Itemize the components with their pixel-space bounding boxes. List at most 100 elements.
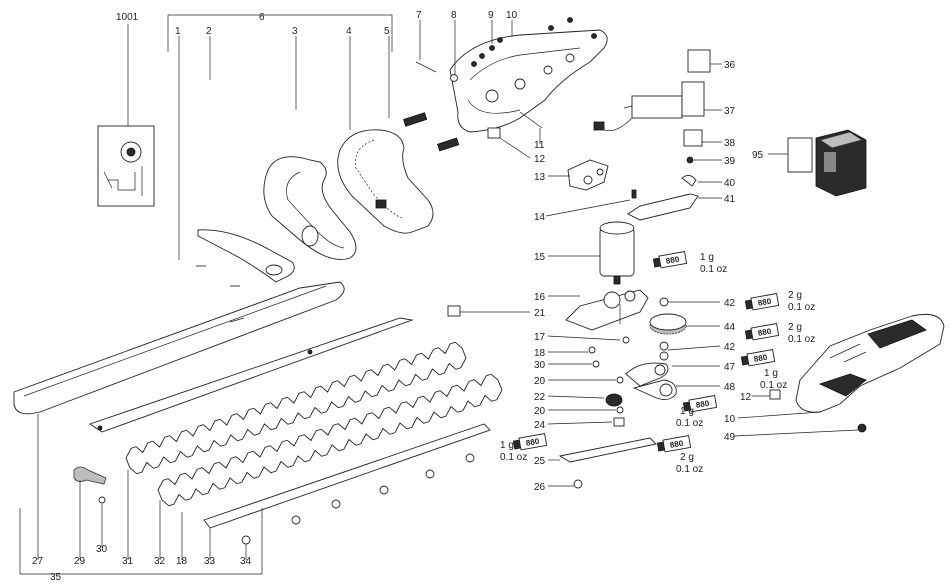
grease-tube-code: 880 [753,353,768,364]
part-49 [857,423,867,433]
part-31-guide-rail [88,317,414,433]
grease-tube-code: 880 [757,327,772,338]
label-2: 2 [206,26,212,37]
grease-tube: 880 [652,251,688,269]
part-38 [683,129,703,147]
grease-tube: 880 [740,349,776,367]
grease-tube-body [658,251,688,269]
grease-tube: 880 [744,323,780,341]
grease-tube-code: 880 [757,297,772,308]
label-17: 17 [534,332,546,343]
grease-tube-body [750,293,780,311]
part-37-contacts [593,81,705,132]
label-29: 29 [74,556,86,567]
label-9: 9 [488,10,494,21]
label-3: 3 [292,26,298,37]
label-20b: 20 [534,406,546,417]
label-41: 41 [724,194,736,205]
part-4-loop-handle [337,129,434,234]
label-10b: 10 [724,414,736,425]
grease-labels: 1 g 0.1 oz 2 g 0.1 oz 2 g 0.1 oz 1 g 0.1… [500,252,815,475]
part-12-block [487,127,501,139]
label-37: 37 [724,106,736,117]
grease-1-oz: 0.1 oz [700,264,727,275]
label-18b: 18 [176,556,188,567]
label-22: 22 [534,392,546,403]
label-7: 7 [416,10,422,21]
part-41-lever [627,193,699,221]
grease-7-amount: 2 g [680,452,694,463]
grease-6-oz: 0.1 oz [500,452,527,463]
part-27-blade-guard [13,281,345,415]
part-16-gear-carrier [565,289,649,331]
grease-3-amount: 2 g [788,322,802,333]
part-13-switch [567,159,609,191]
grease-2-oz: 0.1 oz [788,302,815,313]
grease-tube-code: 880 [695,399,710,410]
label-11: 11 [534,140,545,151]
grease-4-oz: 0.1 oz [760,380,787,391]
grease-tube-body [750,323,780,341]
part-5-pin [403,112,428,127]
label-49: 49 [724,432,736,443]
blade-screws [98,453,583,545]
label-47: 47 [724,362,736,373]
grease-tube-code: 880 [665,255,680,266]
label-21: 21 [534,308,546,319]
label-42b: 42 [724,342,736,353]
label-42: 42 [724,298,736,309]
label-34: 34 [240,556,252,567]
part-33-bottom-plate [203,423,491,529]
part-2-plate [197,229,295,283]
label-18: 18 [534,348,546,359]
label-30: 30 [534,360,546,371]
label-40: 40 [724,178,736,189]
part-29-key [73,466,107,485]
label-12: 12 [534,154,546,165]
label-12b: 12 [740,392,752,403]
label-24: 24 [534,420,546,431]
label-38: 38 [724,138,736,149]
label-20: 20 [534,376,546,387]
label-13: 13 [534,172,546,183]
label-95: 95 [752,150,764,161]
grease-tube-body [746,349,776,367]
part-39 [686,156,694,164]
label-10-top: 10 [506,10,518,21]
gearbox-small-parts [588,336,630,427]
part-32-lower-blade [157,373,503,507]
part-number-labels: 1001 6 1 2 3 4 5 7 8 9 10 11 12 13 14 15… [32,10,764,583]
part-44-gear [649,313,687,335]
part-3-front-handle [263,156,357,260]
bracket-35 [19,508,263,575]
part-15-motor [599,221,635,285]
label-6: 6 [259,12,265,23]
grease-4-amount: 1 g [764,368,778,379]
part-5-pin-b [437,137,460,152]
grease-tube-code: 880 [669,439,684,450]
grease-2-amount: 2 g [788,290,802,301]
label-1001: 1001 [116,12,139,23]
part-95-battery [787,129,867,197]
label-15: 15 [534,252,546,263]
part-12-small [769,389,781,400]
label-14: 14 [534,212,546,223]
grease-tube-body [688,395,718,413]
label-39: 39 [724,156,736,167]
part-10-housing-half [449,29,608,133]
bracket-6 [167,14,393,52]
part-1-screws [196,265,240,287]
part-25-plate [558,437,657,463]
label-48: 48 [724,382,736,393]
part-40 [681,175,697,187]
label-25: 25 [534,456,546,467]
grease-tube: 880 [682,395,718,413]
grease-6-amount: 1 g [500,440,514,451]
part-14 [631,189,637,199]
grease-3-oz: 0.1 oz [788,334,815,345]
grease-tube-body [662,435,692,453]
label-33: 33 [204,556,216,567]
